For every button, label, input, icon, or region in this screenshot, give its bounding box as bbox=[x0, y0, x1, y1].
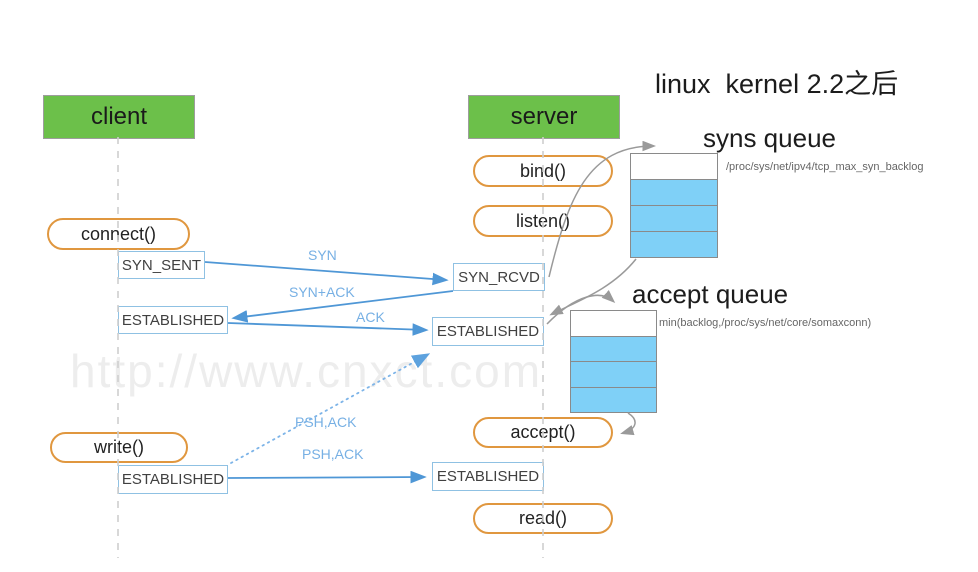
diagram-title: linux kernel 2.2之后 bbox=[655, 69, 899, 99]
queue-slot bbox=[631, 154, 717, 180]
queue-slot bbox=[631, 232, 717, 257]
state-box-client-established-1: ESTABLISHED bbox=[118, 306, 228, 334]
queue-slot bbox=[571, 311, 656, 337]
state-box-client-established-2: ESTABLISHED bbox=[118, 465, 228, 494]
accept-syscall-pill: accept() bbox=[473, 417, 613, 448]
syn-arrow bbox=[204, 261, 449, 286]
accept-queue-stack bbox=[570, 310, 657, 413]
syn-ack-message-label: SYN+ACK bbox=[289, 284, 355, 300]
syns-queue-stack bbox=[630, 153, 718, 258]
psh-ack-arrow bbox=[227, 470, 427, 484]
state-box-syn-sent: SYN_SENT bbox=[118, 251, 205, 279]
bind-syscall-pill: bind() bbox=[473, 155, 613, 187]
ack-arrow bbox=[227, 322, 429, 336]
queue-slot bbox=[631, 180, 717, 206]
state-box-syn-rcvd: SYN_RCVD bbox=[453, 263, 545, 291]
client-actor-header: client bbox=[43, 95, 195, 139]
connect-syscall-pill: connect() bbox=[47, 218, 190, 250]
acceptqueue-to-accept-arrow bbox=[620, 412, 636, 436]
psh-ack-dotted-message-label: PSH,ACK bbox=[295, 414, 357, 430]
write-syscall-pill: write() bbox=[50, 432, 188, 463]
server-actor-header: server bbox=[468, 95, 620, 139]
queue-slot bbox=[571, 336, 656, 362]
accept-queue-title: accept queue bbox=[632, 279, 789, 309]
watermark-text: http://www.cnxct.com bbox=[70, 345, 543, 397]
accept-queue-sysctl-note: min(backlog,/proc/sys/net/core/somaxconn… bbox=[659, 317, 872, 329]
state-box-server-established-1: ESTABLISHED bbox=[432, 317, 544, 346]
psh-ack-message-label: PSH,ACK bbox=[302, 446, 364, 462]
synsqueue-to-established-arrow bbox=[549, 258, 637, 316]
listen-syscall-pill: listen() bbox=[473, 205, 613, 237]
queue-slot bbox=[631, 206, 717, 232]
queue-slot bbox=[571, 387, 656, 412]
read-syscall-pill: read() bbox=[473, 503, 613, 534]
queue-slot bbox=[571, 362, 656, 388]
syns-queue-sysctl-note: /proc/sys/net/ipv4/tcp_max_syn_backlog bbox=[726, 161, 924, 173]
syn-message-label: SYN bbox=[308, 247, 337, 263]
ack-message-label: ACK bbox=[356, 309, 385, 325]
syns-queue-title: syns queue bbox=[703, 123, 836, 153]
state-box-server-established-2: ESTABLISHED bbox=[432, 462, 544, 491]
